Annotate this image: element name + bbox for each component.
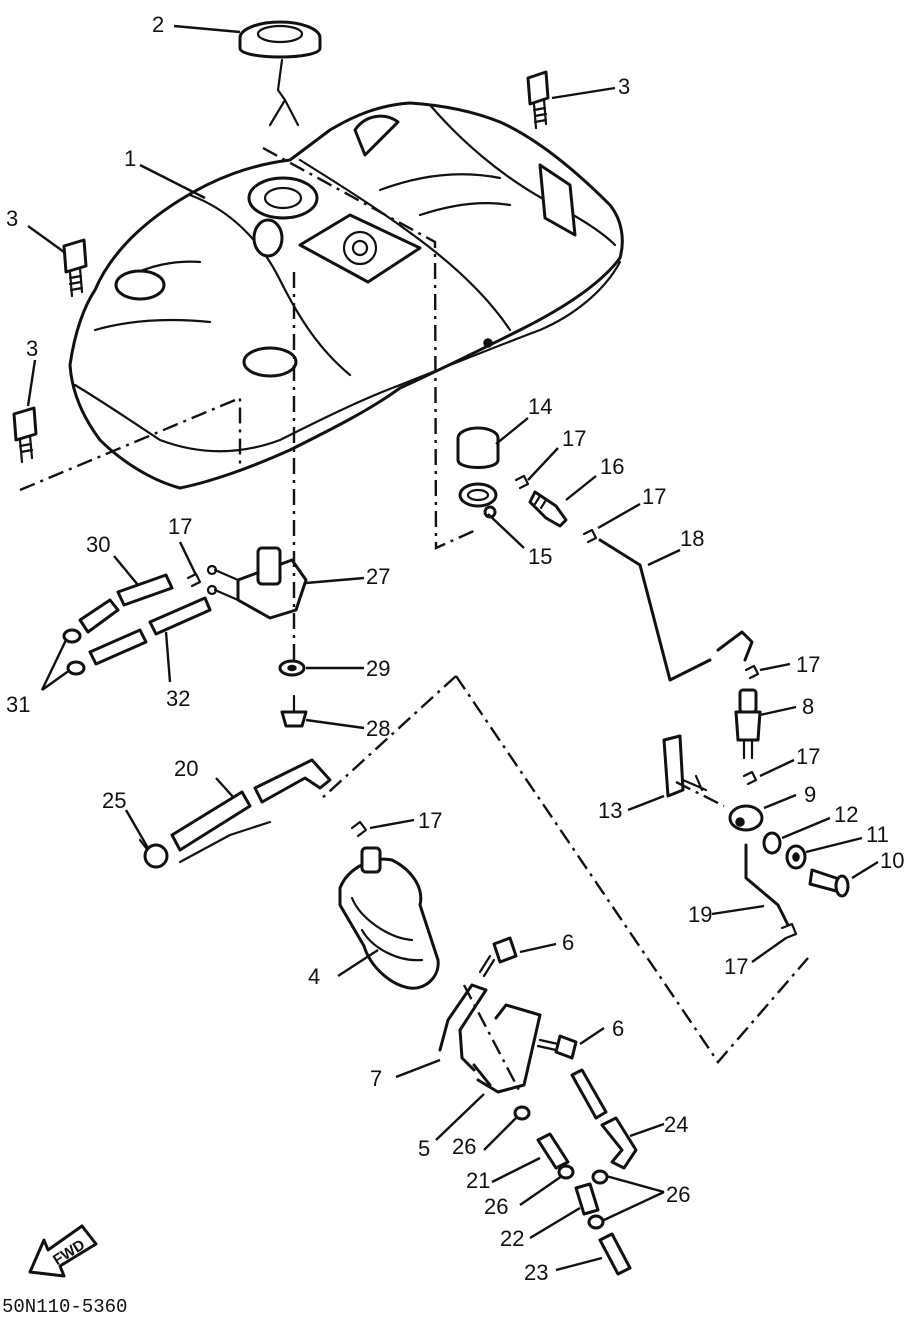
callout-22: 22 [500,1226,524,1251]
callout-23: 23 [524,1260,548,1285]
hose-21 [536,1132,570,1170]
callout-4: 4 [308,964,320,989]
callout-14: 14 [528,394,552,419]
canister-4 [338,846,440,990]
bracket-7 [438,983,488,1072]
collar-12 [762,831,782,855]
callout-15: 15 [528,544,552,569]
callout-10: 10 [880,848,904,873]
clip-26-b [557,1164,575,1180]
joint-22 [574,1182,600,1216]
callout-12: 12 [834,802,858,827]
callout-11: 11 [866,822,889,847]
callout-6: 6 [562,930,574,955]
cap-fitting [456,426,500,469]
callout-19: 19 [688,902,712,927]
callout-26: 26 [452,1134,476,1159]
bolt-top-right [526,70,550,130]
hose-clip-25 [138,838,169,869]
hose-23 [598,1232,632,1276]
hose-19 [744,843,790,927]
callout-17: 17 [168,514,192,539]
bolt-6-upper [478,936,518,978]
callout-13: 13 [598,798,622,823]
callout-17: 17 [418,808,442,833]
filler-cap [238,20,322,127]
assembly-lines [19,146,809,1093]
callout-31: 31 [6,692,30,717]
callout-8: 8 [802,694,814,719]
drawing-code: 50N110-5360 [2,1296,127,1318]
callout-29: 29 [366,656,390,681]
hose-24 [570,1068,638,1170]
callout-32: 32 [166,686,190,711]
callout-6: 6 [612,1016,624,1041]
callout-17: 17 [724,954,748,979]
callout-9: 9 [804,782,816,807]
fuel-hose-32 [88,596,212,666]
hose-clamp-ring [458,482,498,519]
fuel-cock [206,546,308,620]
callout-17: 17 [562,426,586,451]
callout-25: 25 [102,788,126,813]
callout-5: 5 [418,1136,430,1161]
bolt-6-lower [536,1034,578,1060]
callout-20: 20 [174,756,198,781]
fuel-hose-30 [78,573,174,634]
callout-27: 27 [366,564,390,589]
clips-17 [186,474,798,940]
washer-11 [785,844,807,870]
bolt-left-upper [62,238,88,298]
pipe-joint-8 [734,688,762,760]
callout-26: 26 [666,1182,690,1207]
callout-26: 26 [484,1194,508,1219]
callout-1: 1 [124,146,136,171]
callout-3: 3 [618,74,630,99]
bolt-10 [808,868,850,898]
fuel-hose-18 [598,538,754,682]
callout-17: 17 [796,652,820,677]
callout-24: 24 [664,1112,688,1137]
callout-numbers: 2 3 1 3 3 14 17 16 17 15 18 30 17 27 31 … [6,12,904,1285]
callout-18: 18 [680,526,704,551]
hose-20 [170,758,332,864]
clip-26-c [587,1169,609,1230]
callout-17: 17 [796,744,820,769]
callout-28: 28 [366,716,390,741]
sender-9 [728,804,764,832]
callout-16: 16 [600,454,624,479]
bracket-5 [472,1003,542,1094]
washer-29 [278,659,306,677]
bracket-13 [662,734,708,798]
leader-lines [26,24,879,1272]
callout-3: 3 [26,336,38,361]
callout-7: 7 [370,1066,382,1091]
fuel-tank [68,101,624,490]
callout-2: 2 [152,12,164,37]
screw-28 [280,694,308,728]
fwd-arrow-icon: FWD [28,1224,98,1278]
callout-3: 3 [6,206,18,231]
clips-31 [62,628,86,676]
bolt-left-lower [12,406,38,464]
callout-30: 30 [86,532,110,557]
callout-17: 17 [642,484,666,509]
fuel-joint [528,490,568,528]
clip-26-a [513,1105,531,1121]
callout-21: 21 [466,1168,490,1193]
